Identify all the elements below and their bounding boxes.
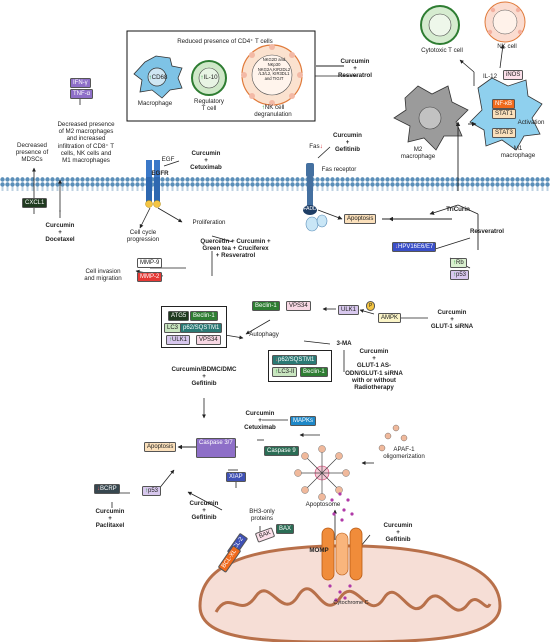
bdmc-gefitinib: Curcumin/BDMC/DMC + Gefitinib xyxy=(171,366,237,388)
apoptosis-top-box: Apoptosis xyxy=(344,214,377,224)
apaf-monomers xyxy=(378,424,408,452)
tnfa-box: TNF-α xyxy=(70,89,94,99)
nk-caption: ↑NK cell degranulation xyxy=(254,104,292,119)
three-ma-label: 3-MA xyxy=(336,340,352,347)
curcumin-gefitinib-low: Curcumin + Gefitinib xyxy=(189,500,219,522)
curcumin-gefitinib-fas: Curcumin + Gefitinib xyxy=(333,132,362,154)
stat3-box: STAT3 xyxy=(492,128,516,138)
beclin1-box-a: Beclin-1 xyxy=(252,301,280,311)
vps34-box-a: VPS34 xyxy=(286,301,311,311)
treg-caption: Regulatory T cell xyxy=(194,98,224,113)
bax-box: BAX xyxy=(276,524,295,534)
ulk1-box-b: ↑ULK1 xyxy=(166,335,191,345)
curcumin-cetuximab-egfr: Curcumin + Cetuximab xyxy=(190,150,222,172)
lc3ii-box: ↑LC3-II xyxy=(272,367,298,377)
quercetin-combo: Quercetin + Curcumin + Green tea + Cruci… xyxy=(200,238,271,260)
caspase37-box: Caspase 3/7 xyxy=(196,438,236,458)
stat1-box: STAT1 xyxy=(492,109,516,119)
ulk1-box-a: ULK1 xyxy=(338,305,360,315)
mito-pore xyxy=(321,527,363,581)
cell-cycle-label: Cell cycle progression xyxy=(126,229,160,244)
resveratrol-label: Resveratrol xyxy=(469,228,505,235)
proliferation-label: Proliferation xyxy=(192,219,226,226)
mdsc-text: Decreased presence of MDSCs xyxy=(15,142,49,164)
beclin1-box-b: Beclin-1 xyxy=(190,311,218,321)
fas-label: Fas↓ xyxy=(309,143,323,150)
bcrp-box: ↓BCRP xyxy=(94,484,120,494)
curcumin-resveratrol-top: Curcumin + Resveratrol xyxy=(337,58,373,80)
p-ampk: P xyxy=(366,301,376,311)
momp-label: MOMP xyxy=(309,547,329,554)
lc3-box: LC3 xyxy=(164,323,182,333)
fadd-label: FADD xyxy=(303,206,317,212)
egf-label: EGF xyxy=(161,156,175,163)
macrophage-caption: Macrophage xyxy=(137,100,173,107)
atg5-box: ATG5 xyxy=(168,311,190,321)
cytochrome-c-label: Cytochrome C xyxy=(333,600,369,606)
ampk-box: AMPK xyxy=(378,313,402,323)
curcumin-docetaxel: Curcumin + Docetaxel xyxy=(45,222,75,244)
fas-receptor-shape xyxy=(307,177,313,207)
curcumin-paclitaxel: Curcumin + Paclitaxel xyxy=(95,508,125,530)
inos-box: iNOS xyxy=(503,70,524,80)
ifng-box: IFN-γ xyxy=(70,78,91,88)
curcumin-glut1-sirna: Curcumin + GLUT-1 siRNA xyxy=(430,309,474,331)
invasion-label: Cell invasion and migration xyxy=(84,268,122,283)
mmp9-box: MMP-9 xyxy=(137,258,163,268)
decrease-m2-text: Decreased presence of M2 macrophages and… xyxy=(57,121,115,165)
p53-top-box: ↑p53 xyxy=(450,270,470,280)
nfkb-box: NF-κB xyxy=(492,99,515,109)
mapks-box: MAPKs xyxy=(290,416,317,426)
autophagy-label: Autophagy xyxy=(249,331,279,338)
p62-box-a: p62/SQSTM1 xyxy=(180,323,223,333)
treg-marker: ↑IL-10 xyxy=(200,74,218,81)
rb-box: ↑Rb xyxy=(450,258,467,268)
cytochrome-c-dots xyxy=(328,492,354,602)
apoptosome-label: Apoptosome xyxy=(305,501,341,508)
p62-box-b: ↓p62/SQSTM1 xyxy=(272,355,318,365)
apaf1-label: APAF-1 oligomerization xyxy=(383,446,425,461)
top-box-title: Reduced presence of CD4⁺ T cells xyxy=(177,38,273,45)
cxcl1-box: CXCL1 xyxy=(22,198,48,208)
curcumin-glut1-as-odn: Curcumin + GLUT-1 AS- ODN/GLUT-1 siRNA w… xyxy=(345,348,403,392)
egfr-label: EGFR xyxy=(151,170,169,177)
hpv-box: ↓HPV16E6/E7 xyxy=(392,242,437,252)
apoptosome-shape xyxy=(294,445,350,501)
activation-label: Activation xyxy=(517,119,545,126)
curcumin-gefitinib-right: Curcumin + Gefitinib xyxy=(383,522,413,544)
bh3-label: BH3-only proteins xyxy=(249,508,275,523)
fas-receptor-label: Fas receptor xyxy=(321,166,357,173)
macrophage-marker: ↑CD68 xyxy=(148,74,168,81)
apoptosis-mid-box: Apoptosis xyxy=(144,442,177,452)
p53-low-box: ↑p53 xyxy=(142,486,162,496)
plasma-membrane xyxy=(0,177,550,191)
vps34-box-b: VPS34 xyxy=(196,335,221,345)
tricurin-label: TriCurin xyxy=(446,206,470,213)
cytotoxic-t-cell-label: Cytotoxic T cell xyxy=(421,47,463,54)
curcumin-cetuximab-mid: Curcumin + Cetuximab xyxy=(244,410,276,432)
nk-markers: NKG2D and NKp30 NKG2A,KIR2DL2 /L3/L2, KI… xyxy=(257,57,291,82)
mitochondrion-shape xyxy=(198,544,502,642)
nk-cell-label: NK cell xyxy=(497,43,517,50)
caspase9-box: Caspase 9 xyxy=(264,446,299,456)
beclin1-box-c: Beclin-1 xyxy=(300,367,328,377)
mmp2-box: MMP-2 xyxy=(137,272,163,282)
m1-macrophage-label: M1 macrophage xyxy=(500,145,536,160)
xiap-box: XIAP xyxy=(226,472,246,482)
egfr-shape xyxy=(146,177,152,202)
il12-label: IL-12 xyxy=(482,73,498,80)
m2-macrophage-label: M2 macrophage xyxy=(400,146,436,161)
